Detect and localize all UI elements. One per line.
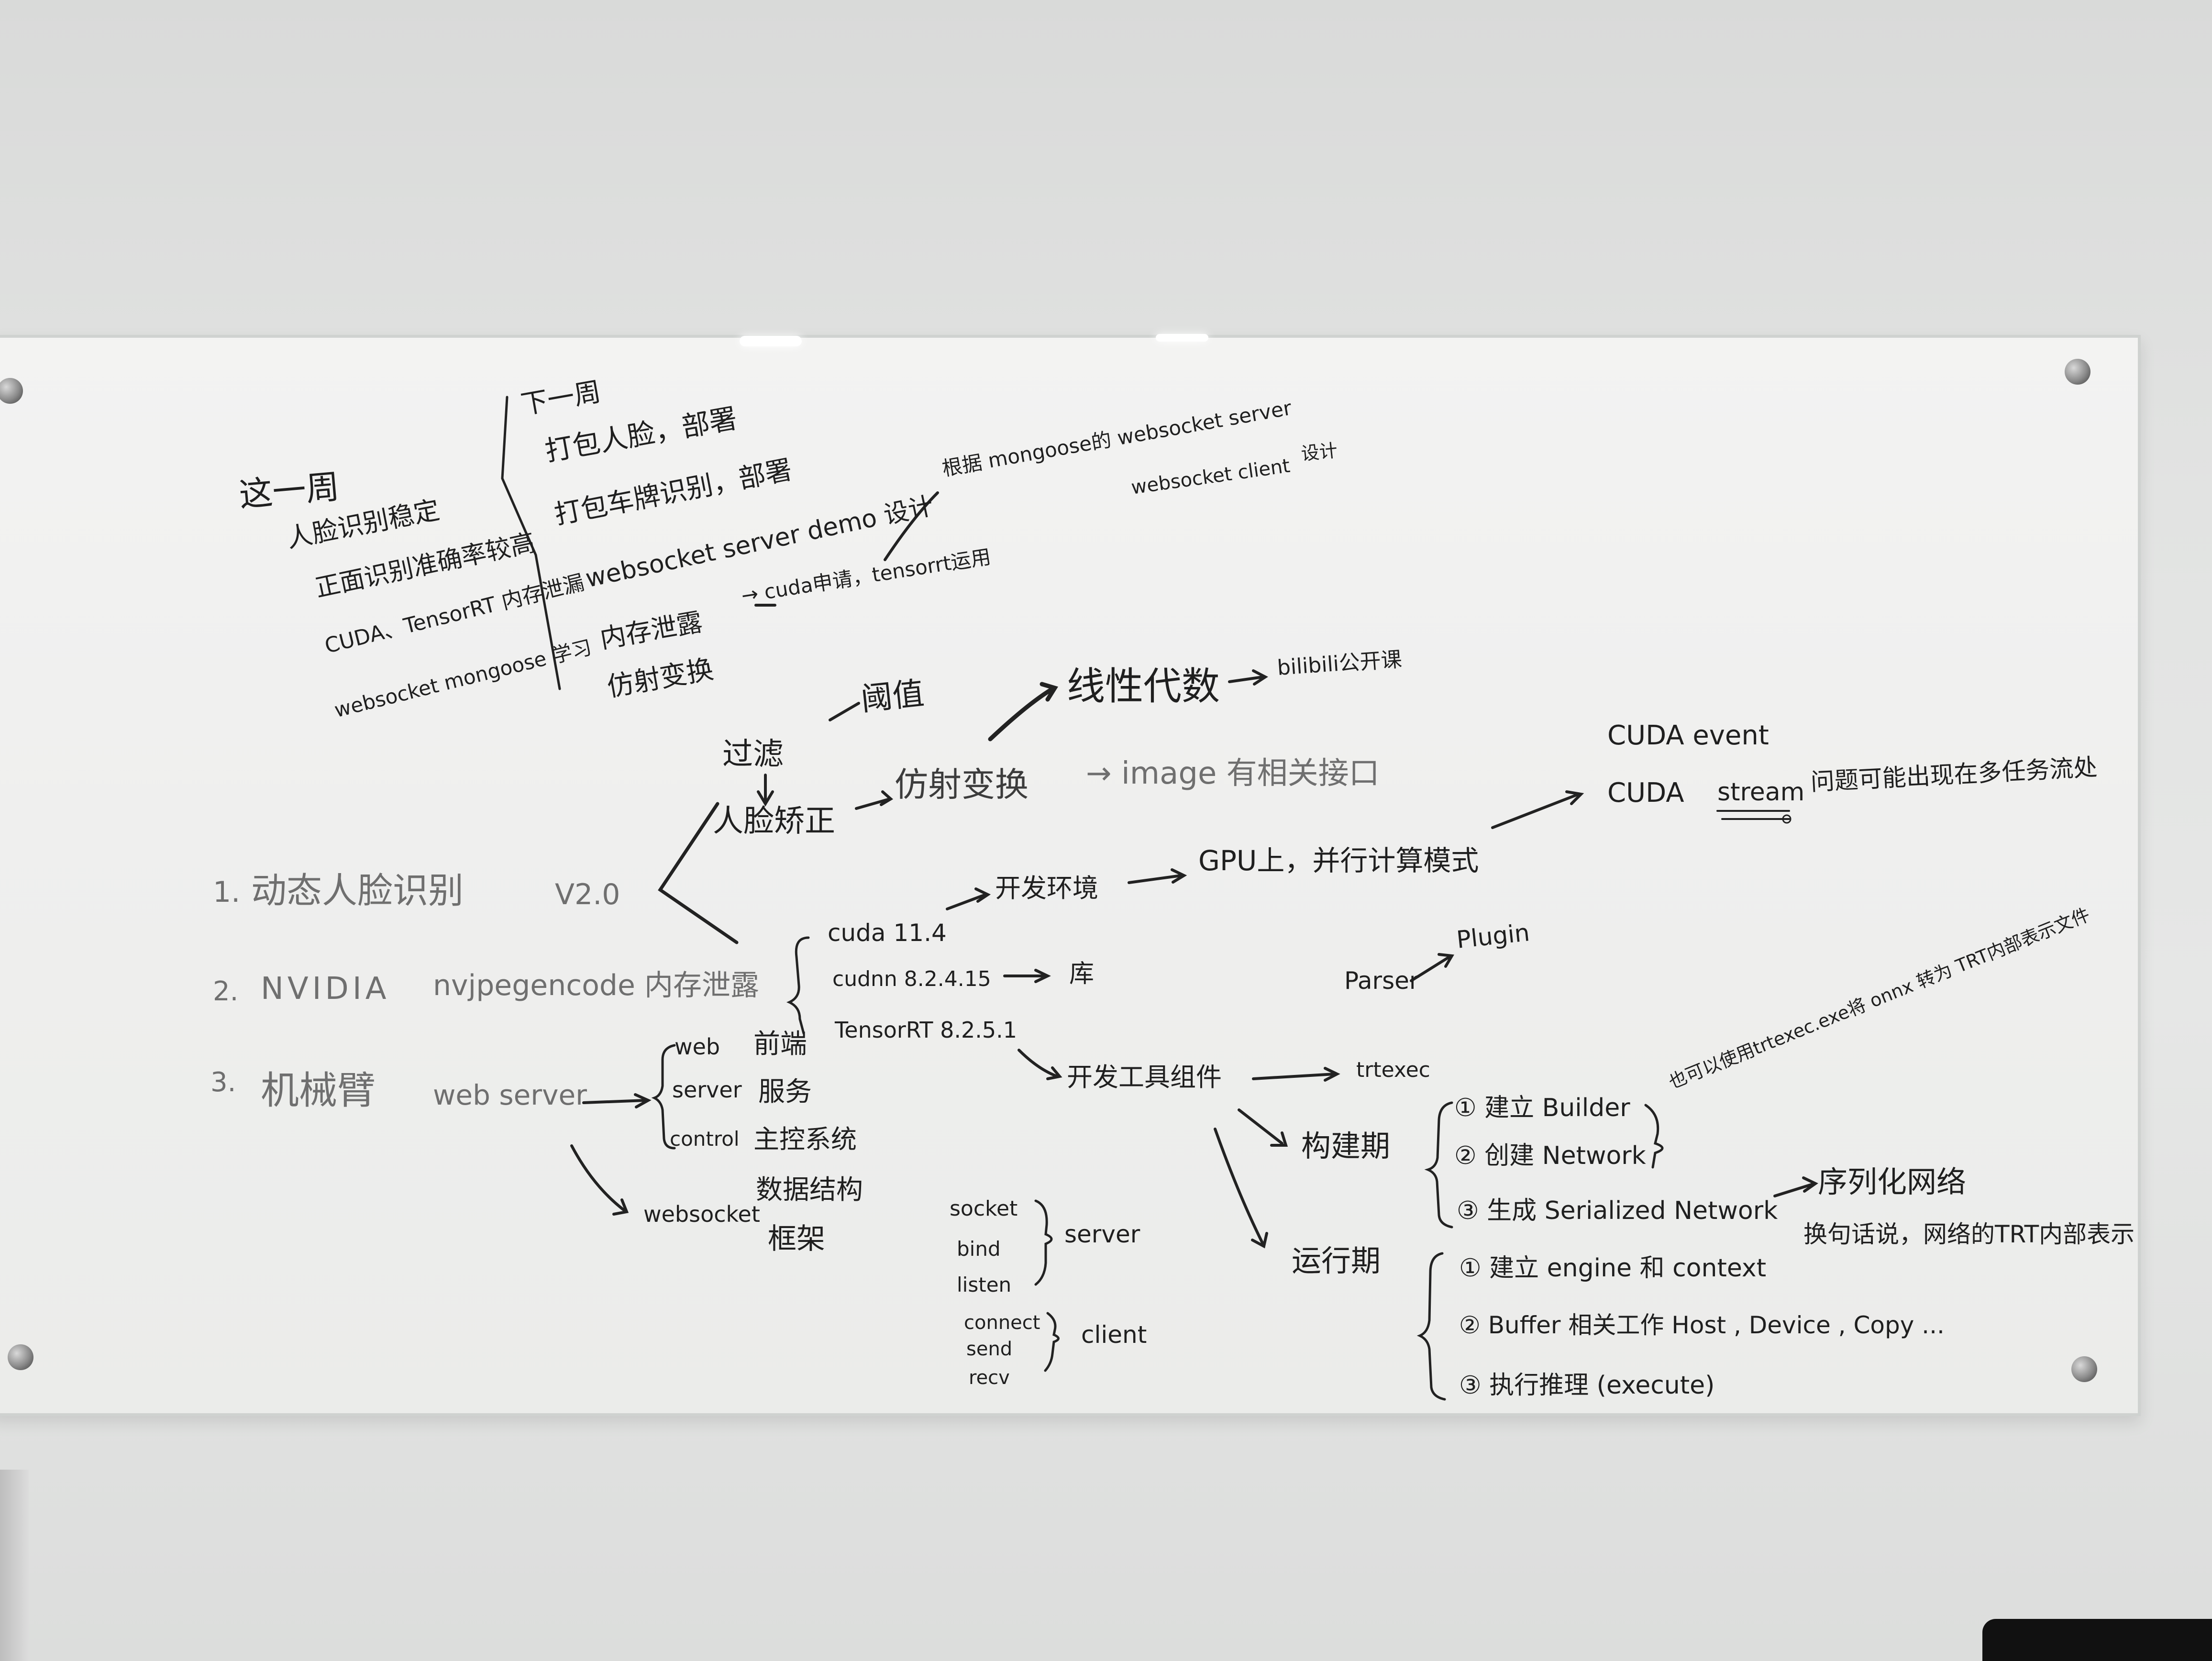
library-label: 库 [1069,960,1095,988]
server-call: bind [957,1237,1001,1261]
mount-bolt-icon [0,378,23,404]
wall-corner-shadow [0,1470,29,1661]
build-step: ② 创建 Network [1454,1141,1646,1170]
gpu-parallel-label: GPU上，并行计算模式 [1198,844,1479,877]
parser-label: Parser [1344,967,1419,995]
run-step: ③ 执行推理 (execute) [1459,1371,1715,1400]
arm-control: control [670,1127,740,1151]
topic-nvidia-detail: nvjpegencode 内存泄露 [433,969,760,1002]
build-step: ① 建立 Builder [1454,1094,1630,1122]
tv-mount-bracket [1982,1619,2212,1661]
serialize-note: 换句话说，网络的TRT内部表示 [1803,1220,2135,1248]
topic-face-recognition: 动态人脸识别 [251,870,464,911]
tensorrt-version: TensorRT 8.2.5.1 [835,1017,1018,1043]
cudnn-version: cudnn 8.2.4.15 [832,967,991,991]
server-label: server [1064,1220,1140,1248]
dev-env-label: 开发环境 [995,873,1098,903]
topic-robot-arm: 机械臂 [261,1068,376,1113]
face-correction-label: 人脸矫正 [713,804,835,839]
server-call: socket [950,1196,1018,1221]
arm-web: web [675,1034,720,1060]
build-step: ③ 生成 Serialized Network [1457,1196,1778,1225]
threshold-label: 阈值 [859,675,926,718]
arm-web-cn: 前端 [753,1029,807,1060]
run-step: ② Buffer 相关工作 Host , Device , Copy ... [1459,1311,1945,1339]
client-call: recv [969,1367,1010,1389]
mount-bolt-icon [2071,1356,2097,1382]
topic-nvidia: NVIDIA [261,971,390,1007]
topic-number: 2. [213,976,239,1007]
cuda-event-label: CUDA event [1607,720,1769,751]
client-call: connect [964,1312,1040,1334]
arm-server-cn: 服务 [758,1076,812,1107]
arm-data-structure: 数据结构 [756,1174,863,1206]
topic-version: V2.0 [555,878,620,911]
mount-bolt-icon [8,1344,33,1370]
stream-label: stream [1717,778,1805,807]
dev-tools-label: 开发工具组件 [1067,1062,1222,1092]
build-phase-label: 构建期 [1301,1129,1391,1163]
topic-number: 1. [213,875,241,909]
server-call: listen [957,1273,1012,1296]
cuda-version: cuda 11.4 [828,919,947,947]
serialize-label: 序列化网络 [1818,1164,1967,1199]
cuda-stream-label: CUDA [1607,777,1684,808]
run-phase-label: 运行期 [1292,1243,1381,1278]
mongoose-note-design: 设计 [1300,440,1338,465]
run-step: ① 建立 engine 和 context [1459,1254,1767,1283]
topic-number: 3. [210,1067,236,1098]
plugin-label: Plugin [1455,919,1531,954]
client-call: send [966,1338,1013,1360]
whiteboard [0,334,2141,1416]
arm-framework: 框架 [768,1222,825,1256]
light-glare [740,336,802,346]
affine-label: 仿射变换 [895,765,1029,804]
image-api-label: → image 有相关接口 [1086,756,1380,791]
topic-web-server: web server [433,1079,587,1111]
light-glare [1156,334,1208,342]
arm-websocket: websocket [643,1201,760,1227]
this-week-title: 这一周 [237,466,341,515]
arm-control-cn: 主控系统 [753,1124,857,1154]
mount-bolt-icon [2065,359,2090,385]
filter-label: 过滤 [722,737,784,772]
linear-algebra-label: 线性代数 [1067,664,1220,709]
arm-server: server [672,1077,742,1103]
trtexec-label: trtexec [1356,1058,1430,1082]
client-label: client [1081,1321,1147,1349]
